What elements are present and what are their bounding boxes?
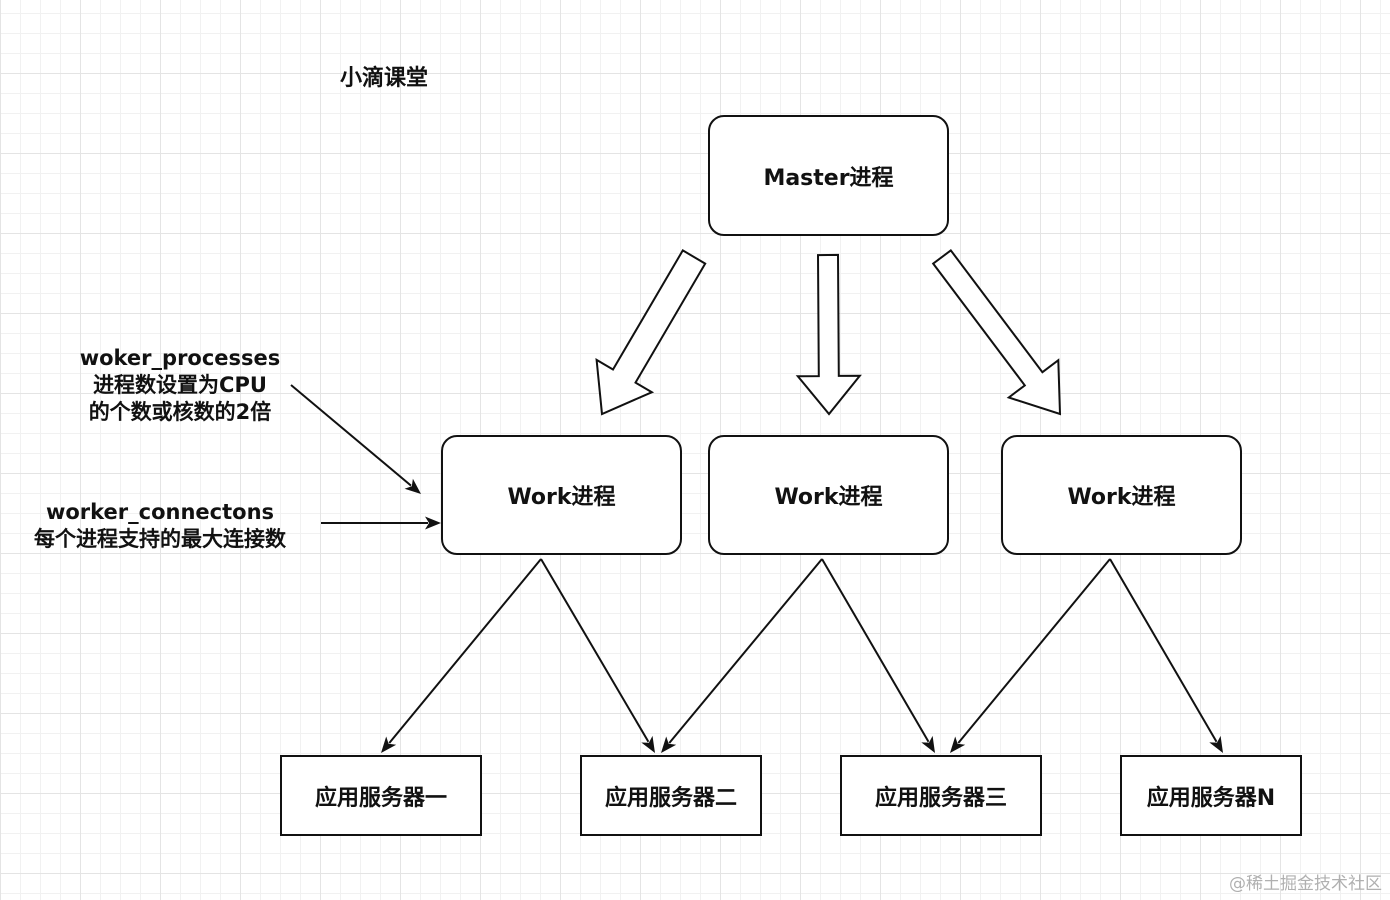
worker-process-label: Work进程 <box>507 485 616 510</box>
arrow-worker-3-to-server-3 <box>950 558 1111 753</box>
arrow-processes-annotation <box>290 384 421 494</box>
app-server-node-1[interactable]: 应用服务器一 <box>280 755 482 836</box>
arrow-connections-annotation <box>321 516 441 530</box>
app-server-node-2[interactable]: 应用服务器二 <box>580 755 762 836</box>
app-server-label: 应用服务器二 <box>604 785 737 811</box>
worker-connections-annotation: worker_connectons 每个进程支持的最大连接数 <box>5 499 315 553</box>
page-title: 小滴课堂 <box>340 66 429 91</box>
app-server-label: 应用服务器N <box>1146 785 1276 811</box>
worker-process-label: Work进程 <box>1067 485 1176 510</box>
worker-process-label: Work进程 <box>774 485 883 510</box>
arrow-worker-2-to-server-3 <box>821 558 935 753</box>
worker-processes-annotation: woker_processes 进程数设置为CPU 的个数或核数的2倍 <box>40 345 320 426</box>
master-process-node[interactable]: Master进程 <box>708 115 949 236</box>
watermark: @稀土掘金技术社区 <box>1229 874 1382 894</box>
worker-process-node-3[interactable]: Work进程 <box>1001 435 1242 555</box>
worker-processes-desc-2: 的个数或核数的2倍 <box>88 400 272 424</box>
hollow-arrow-master-to-worker-3 <box>931 249 1062 416</box>
worker-processes-desc-1: 进程数设置为CPU <box>93 373 267 397</box>
app-server-node-3[interactable]: 应用服务器三 <box>840 755 1042 836</box>
worker-process-node-1[interactable]: Work进程 <box>441 435 682 555</box>
master-process-label: Master进程 <box>763 165 894 191</box>
worker-connections-name: worker_connectons <box>45 500 275 524</box>
hollow-arrow-master-to-worker-1 <box>595 249 707 416</box>
arrow-worker-1-to-server-1 <box>381 558 542 753</box>
arrow-worker-2-to-server-2 <box>661 558 823 753</box>
worker-connections-desc: 每个进程支持的最大连接数 <box>34 527 286 551</box>
hollow-arrow-master-to-worker-2 <box>795 253 862 416</box>
arrow-worker-3-to-server-4 <box>1109 558 1223 753</box>
worker-process-node-2[interactable]: Work进程 <box>708 435 949 555</box>
arrow-worker-1-to-server-2 <box>540 558 655 753</box>
app-server-label: 应用服务器一 <box>314 785 447 811</box>
app-server-label: 应用服务器三 <box>874 785 1007 811</box>
worker-processes-name: woker_processes <box>79 346 281 370</box>
app-server-node-4[interactable]: 应用服务器N <box>1120 755 1302 836</box>
